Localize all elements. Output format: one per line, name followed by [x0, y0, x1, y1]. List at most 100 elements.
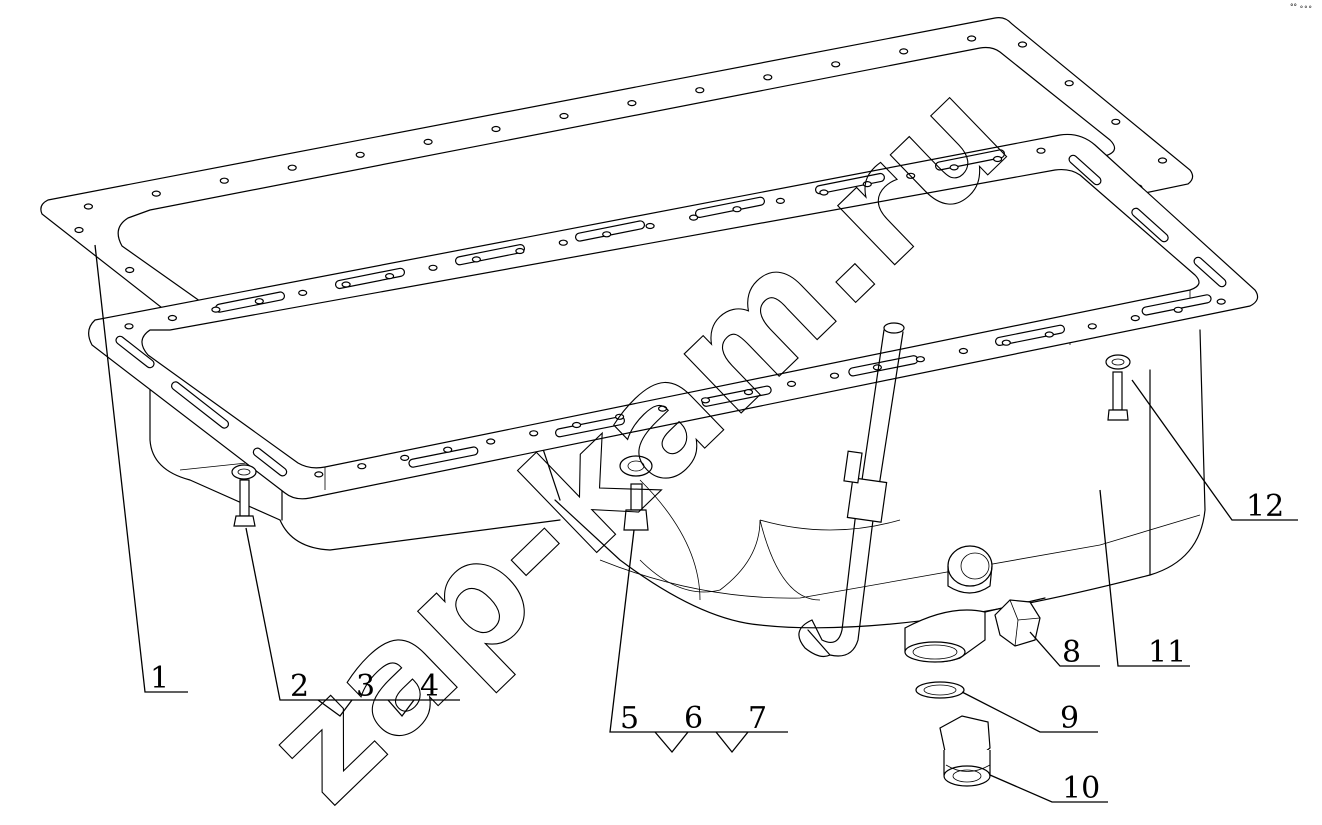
bolt-hole — [602, 231, 612, 238]
bolt-hole — [899, 48, 909, 55]
bolt-hole — [491, 125, 501, 133]
bolt-hole — [695, 87, 705, 94]
drain-boss — [904, 597, 1046, 663]
bolt-hole — [341, 281, 351, 288]
flange-slot — [408, 446, 479, 468]
bolt-hole — [743, 389, 754, 396]
corner-mark: °° ∘∘∘ — [1290, 3, 1312, 11]
bolt-hole — [1157, 157, 1168, 164]
bolt-hole — [219, 177, 229, 184]
bolt-hole — [571, 421, 582, 429]
callout-2: 2 — [290, 669, 309, 704]
bolt-hole — [428, 264, 438, 271]
bolt-hole — [355, 151, 365, 158]
bolt-hole — [287, 164, 297, 171]
flange-slot — [115, 335, 155, 369]
bolt-hole — [124, 323, 134, 330]
bolt-hole — [74, 226, 84, 234]
bolt-hole — [529, 430, 539, 437]
bolt-hole — [829, 372, 840, 379]
bolt-hole — [966, 35, 977, 42]
bolt-hole — [992, 155, 1003, 163]
bolt-stack-5-7 — [619, 455, 653, 531]
bolt-hole — [151, 190, 161, 197]
flange-slot — [170, 381, 230, 429]
washer-9 — [915, 681, 965, 699]
callout-10: 10 — [1062, 771, 1100, 806]
flange-slot — [815, 172, 885, 195]
bolt-hole — [400, 454, 410, 461]
bolt-hole — [819, 189, 829, 196]
bolt-hole — [558, 239, 568, 246]
bolt-hole — [688, 214, 699, 221]
flange-slot — [995, 324, 1065, 346]
callout-5: 5 — [620, 701, 639, 736]
bolt-hole — [958, 347, 969, 355]
callout-3: 3 — [356, 669, 375, 704]
bolt-hole — [443, 446, 453, 453]
callout-4: 4 — [420, 669, 439, 704]
flange-bolt-holes — [124, 147, 1226, 478]
dipstick-tube — [798, 322, 905, 658]
bolt-hole — [732, 206, 742, 213]
bolt-hole — [83, 203, 94, 210]
bolt-stack-2-4 — [231, 464, 257, 527]
bolt-hole — [167, 314, 177, 322]
bolt-hole — [614, 413, 625, 420]
bolt-hole — [763, 74, 773, 81]
callout-8: 8 — [1062, 635, 1081, 670]
bolt-hole — [1173, 306, 1183, 313]
leader-lines — [94, 244, 1298, 803]
side-fitting — [947, 545, 993, 594]
bolt-hole — [1044, 331, 1054, 338]
bolt-hole — [657, 405, 668, 412]
bolt-hole — [254, 298, 264, 305]
flange-slot — [555, 416, 625, 438]
bolt-hole — [872, 364, 883, 371]
bolt-hole — [627, 99, 637, 107]
flange-slot — [701, 385, 772, 407]
flange-slot — [695, 196, 765, 218]
bolt-hole — [645, 222, 655, 230]
bolt-hole — [1036, 147, 1046, 154]
bolt-hole — [1130, 315, 1140, 322]
callout-7: 7 — [748, 701, 767, 736]
bolt-hole — [949, 164, 959, 171]
bolt-hole — [559, 112, 569, 120]
bolt-hole — [775, 197, 786, 204]
bolt-hole — [1087, 323, 1097, 330]
drain-plug-10 — [939, 715, 991, 787]
callout-labels: 1 2 3 4 5 6 7 8 9 10 11 12 — [150, 489, 1284, 806]
plug-8 — [994, 599, 1041, 647]
bolt-hole — [786, 380, 797, 387]
bolt-hole — [700, 397, 711, 404]
bolt-hole — [211, 306, 221, 313]
bolt-hole — [486, 438, 496, 445]
bolt-hole — [515, 247, 525, 255]
flange-slot — [1131, 207, 1169, 243]
callout-11: 11 — [1148, 635, 1186, 670]
callout-12: 12 — [1246, 489, 1284, 524]
bolt-hole — [125, 266, 135, 274]
bolt-hole — [1216, 298, 1226, 305]
bolt-hole — [915, 356, 926, 363]
bolt-hole — [831, 61, 841, 68]
flange-slot — [1193, 256, 1227, 288]
bolt-hole — [1111, 118, 1121, 125]
callout-9: 9 — [1060, 701, 1079, 736]
bolt-hole — [298, 289, 308, 296]
bolt-hole — [906, 172, 916, 179]
bolt-hole — [862, 181, 872, 188]
flange-slot — [1068, 154, 1102, 186]
bolt-hole — [385, 273, 395, 280]
bolt-hole — [314, 471, 324, 478]
callout-1: 1 — [150, 661, 169, 696]
bolt-hole — [423, 138, 433, 145]
bolt-hole — [1017, 41, 1028, 48]
callout-6: 6 — [684, 701, 703, 736]
bolt-hole — [471, 256, 481, 263]
pan-flange — [88, 133, 1259, 500]
bolt-stack-12 — [1105, 354, 1131, 421]
bolt-hole — [1001, 339, 1011, 346]
